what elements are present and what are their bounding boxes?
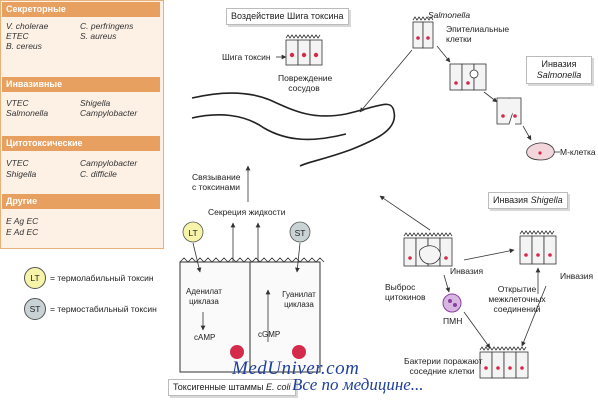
lt-symbol-icon: LT	[24, 267, 46, 289]
flow-arrow	[483, 91, 498, 103]
shigella-cells	[403, 230, 557, 379]
cell-nucleus	[301, 52, 307, 58]
species-label: VTEC	[6, 98, 29, 108]
section-header-other: Другие	[2, 194, 160, 209]
flow-arrow	[443, 274, 451, 293]
species-label: C. perfringens	[80, 21, 134, 31]
flow-arrow	[521, 285, 547, 347]
lt-label: LT	[188, 228, 198, 238]
flow-arrow	[522, 125, 532, 141]
cgmp-label: cGMP	[258, 330, 281, 339]
shigella-invasion-box: Инвазия Shigella	[488, 192, 568, 209]
cell-nucleus	[538, 151, 542, 155]
cell-nucleus	[289, 52, 295, 58]
species-label: Shigella	[6, 169, 37, 179]
cell-nucleus	[524, 253, 528, 257]
species-label: Campylobacter	[80, 158, 138, 168]
lt-description: = термолабильный токсин	[50, 273, 154, 283]
cell-nucleus	[454, 81, 458, 85]
watermark-tagline: Все по медицине...	[292, 375, 424, 394]
flow-arrow	[436, 45, 451, 63]
camp-label: cAMP	[194, 333, 216, 342]
st-symbol-icon: ST	[24, 298, 46, 320]
salmonella-epithelial-cells	[412, 16, 522, 125]
cell-nucleus	[444, 256, 448, 260]
species-label: E Ad EC	[6, 227, 39, 237]
salmonella-label: Salmonella	[428, 10, 471, 20]
section-header-secretory: Секреторные	[2, 2, 160, 17]
species-label: B. cereus	[6, 41, 42, 51]
intestine-outline	[191, 92, 396, 167]
invasion-label: Инвазия	[450, 266, 484, 276]
cell-nucleus	[408, 256, 412, 260]
flow-arrow	[295, 242, 301, 273]
species-label: ETEC	[6, 31, 29, 41]
enterocyte-right	[249, 261, 321, 373]
cell-nucleus	[520, 366, 524, 370]
watermark-site: MedUniver.com	[232, 358, 360, 379]
species-label: E Ag EC	[6, 216, 39, 226]
section-header-invasive: Инвазивные	[2, 77, 160, 92]
flow-arrow	[359, 49, 413, 113]
st-toxin-icon	[289, 221, 311, 243]
st-label: ST	[294, 228, 306, 238]
species-label: S. aureus	[80, 31, 117, 41]
cell-nucleus	[292, 345, 306, 359]
species-label: Salmonella	[6, 108, 49, 118]
species-label: VTEC	[6, 158, 29, 168]
lt-toxin-icon	[182, 221, 204, 243]
flow-arrow	[463, 311, 491, 349]
pmn-label: ПМН	[443, 316, 463, 326]
pathogen-legend-panel: Секреторные V. cholerae ETEC B. cereus C…	[0, 0, 164, 249]
cell-nucleus	[416, 36, 420, 40]
shiga-toxin-effect-box: Воздействие Шига токсина	[226, 8, 349, 25]
species-label: V. cholerae	[6, 21, 49, 31]
st-description: = термостабильный токсин	[50, 304, 157, 314]
invasion-label: Инвазия	[560, 271, 594, 281]
cell-nucleus	[501, 114, 505, 118]
flow-arrow	[379, 195, 431, 231]
cell-nucleus	[466, 81, 470, 85]
section-header-cytotoxic: Цитотоксические	[2, 136, 160, 151]
fluid-secretion-label: Секреция жидкости	[208, 207, 286, 217]
shiga-cell-cluster	[285, 34, 323, 66]
shiga-toxin-label: Шига токсин	[222, 52, 271, 62]
cell-nucleus	[230, 345, 244, 359]
m-cell-shape	[526, 142, 555, 161]
species-label: Shigella	[80, 98, 111, 108]
flow-arrow	[192, 242, 202, 273]
microvilli	[179, 257, 325, 263]
cell-nucleus	[496, 366, 500, 370]
cell-nucleus	[536, 253, 540, 257]
toxigenic-strains-box: Токсигенные штаммы E. coli	[168, 379, 296, 396]
cell-nucleus	[426, 36, 430, 40]
m-cell-label: M-клетка	[560, 147, 596, 157]
species-label: Campylobacter	[80, 108, 138, 118]
species-label: C. difficile	[80, 169, 117, 179]
pmn-cell-icon	[442, 293, 462, 313]
flow-arrow	[463, 248, 515, 261]
cell-nucleus	[513, 114, 517, 118]
cell-nucleus	[548, 253, 552, 257]
cell-nucleus	[508, 366, 512, 370]
cell-nucleus	[313, 52, 319, 58]
cell-nucleus	[484, 366, 488, 370]
